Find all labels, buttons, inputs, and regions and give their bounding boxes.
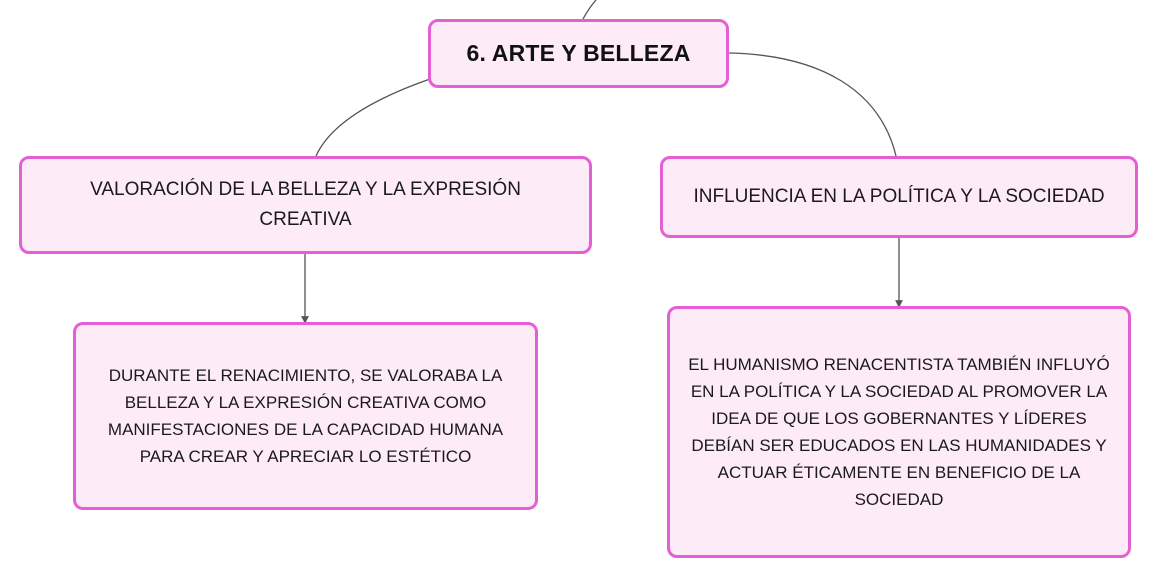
left-detail-text: DURANTE EL RENACIMIENTO, SE VALORABA LA … bbox=[107, 366, 504, 466]
connector-root-to-right-branch bbox=[728, 52, 897, 157]
right-branch-node[interactable]: INFLUENCIA EN LA POLÍTICA Y LA SOCIEDAD bbox=[660, 156, 1138, 238]
root-topic-label: 6. ARTE Y BELLEZA bbox=[466, 40, 691, 66]
left-branch-node[interactable]: VALORACIÓN DE LA BELLEZA Y LA EXPRESIÓN … bbox=[19, 156, 592, 254]
left-branch-label: VALORACIÓN DE LA BELLEZA Y LA EXPRESIÓN … bbox=[90, 179, 521, 230]
connector-incoming-root bbox=[582, 0, 597, 20]
right-branch-label: INFLUENCIA EN LA POLÍTICA Y LA SOCIEDAD bbox=[693, 186, 1105, 207]
connector-root-to-left-branch bbox=[315, 78, 431, 157]
right-detail-node[interactable]: EL HUMANISMO RENACENTISTA TAMBIÉN INFLUY… bbox=[667, 306, 1131, 558]
right-detail-text: EL HUMANISMO RENACENTISTA TAMBIÉN INFLUY… bbox=[688, 355, 1110, 509]
root-topic-node[interactable]: 6. ARTE Y BELLEZA bbox=[428, 19, 729, 88]
left-detail-node[interactable]: DURANTE EL RENACIMIENTO, SE VALORABA LA … bbox=[73, 322, 538, 510]
